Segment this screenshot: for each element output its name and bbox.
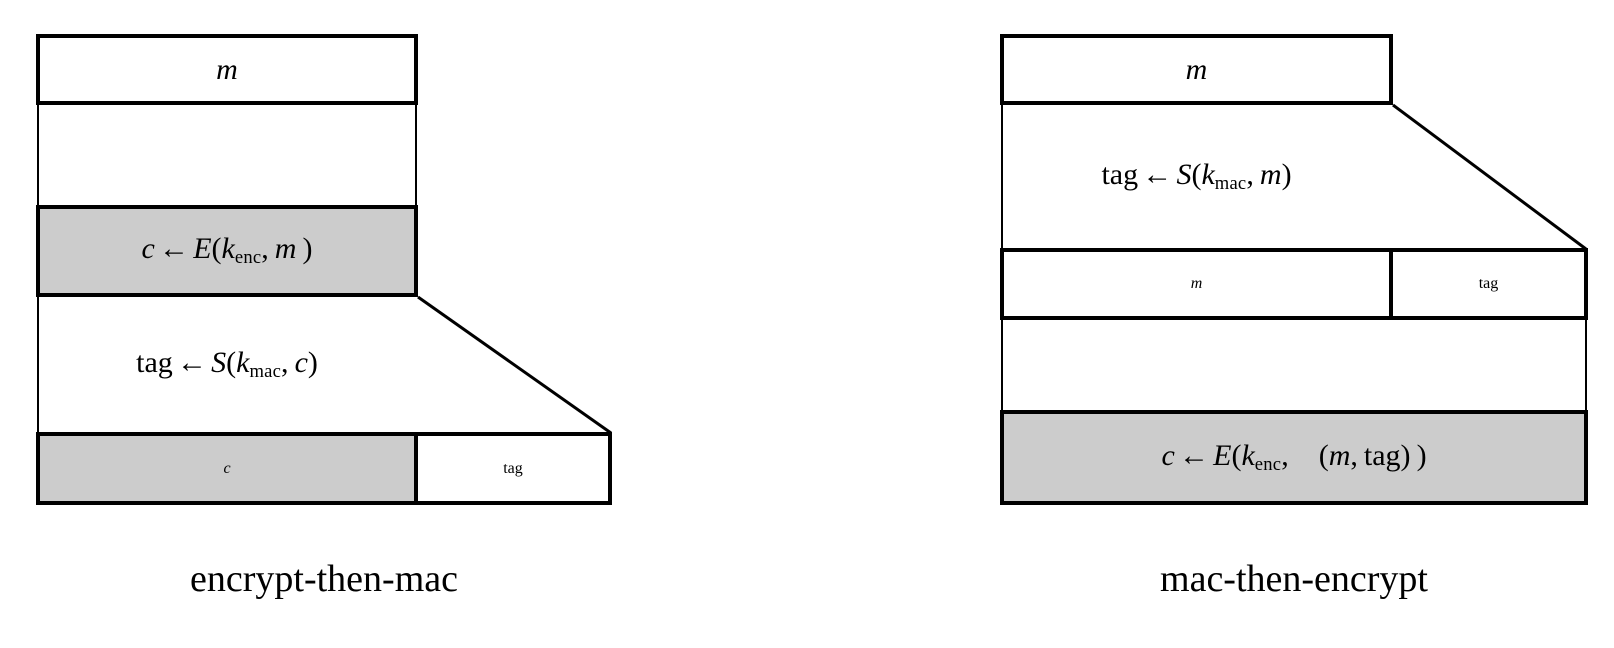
lparen-5: ( [1318,438,1329,472]
comma-5: , [1350,438,1358,472]
left-arrow-icon: ← [176,345,207,379]
comma-2: , [281,345,289,379]
mte-encrypt-function: E [1213,438,1232,472]
mte-mt-m-label: m [1190,275,1203,292]
etm-message-label: m [216,52,238,86]
etm-mac-key: k [236,345,250,379]
etm-encrypt-key-sub: enc [234,247,262,269]
etm-encrypt-formula: c←E(kenc, m ) [142,234,313,268]
mte-caption: mac-then-encrypt [1000,560,1588,598]
left-arrow-icon: ← [1178,438,1209,472]
rail-right-upper [1001,101,1003,252]
rail-left-lower [37,293,39,436]
rail-right-lower [1001,316,1003,414]
mte-mt-cell-tag: tag [1389,252,1584,316]
comma-1: , [261,232,269,266]
etm-caption-text: encrypt-then-mac [190,558,458,600]
rparen-2: ) [307,345,318,379]
lparen-4: ( [1231,438,1242,472]
rparen-4: ) [1416,438,1427,472]
etm-encrypt-output: c [141,232,155,266]
mte-mac-step-label: tag←S(kmac, m) [1000,105,1393,248]
etm-encrypt-key: k [221,232,235,266]
lparen-2: ( [226,345,237,379]
mte-mac-key-sub: mac [1214,172,1247,194]
rparen-1: ) [302,232,313,266]
mte-mac-formula: tag←S(kmac, m) [1101,157,1292,194]
rail-right-edge-lower [1585,316,1587,414]
mte-encrypt-key-sub: enc [1254,453,1282,475]
mte-encrypt-input-m: m [1328,438,1351,472]
mte-mac-input: m [1259,157,1282,191]
etm-encrypt-function: E [193,232,212,266]
mte-message-label: m [1185,52,1208,86]
mte-encrypt-formula: c←E(kenc, (m, tag) ) [1161,438,1427,475]
rparen-5: ) [1400,438,1411,472]
mte-encrypt-key: k [1241,438,1255,472]
etm-output-c-label: c [223,459,231,477]
etm-output-tag-label: tag [503,459,523,477]
mte-mac-key: k [1201,157,1215,191]
etm-caption: encrypt-then-mac [36,560,612,598]
mte-caption-text: mac-then-encrypt [1160,558,1428,600]
etm-encrypt-step-box: c←E(kenc, m ) [36,205,418,297]
rail-left-upper [37,101,39,209]
etm-message-box: m [36,34,418,105]
etm-mac-function: S [211,345,227,379]
etm-output-box: c tag [36,432,612,505]
etm-output-cell-tag: tag [414,436,608,501]
rparen-3: ) [1281,157,1292,191]
connector-line-right [1392,103,1587,251]
mte-encrypt-step-box: c←E(kenc, (m, tag) ) [1000,410,1588,505]
mte-encrypt-output: c [1161,438,1175,472]
etm-mac-output: tag [136,345,173,379]
mte-encrypt-input-tag: tag [1363,438,1401,472]
comma-4: , [1281,438,1289,472]
mte-mac-output: tag [1101,157,1139,191]
left-arrow-icon: ← [1142,157,1173,191]
etm-mac-formula: tag←S(kmac, c) [136,345,318,382]
etm-mac-input: c [294,345,308,379]
rail-left-right-upper [415,101,417,209]
connector-line-left [417,295,612,435]
mte-message-box: m [1000,34,1393,105]
left-arrow-icon: ← [159,232,190,266]
etm-mac-step-label: tag←S(kmac, c) [36,297,418,432]
mte-message-tag-box: m tag [1000,248,1588,320]
lparen-3: ( [1191,157,1202,191]
etm-output-cell-c: c [40,436,414,501]
mte-mt-cell-m: m [1004,252,1389,316]
etm-encrypt-input: m [274,232,297,266]
lparen-1: ( [211,232,222,266]
mte-mac-function: S [1176,157,1192,191]
mte-mt-tag-label: tag [1478,275,1499,292]
etm-mac-key-sub: mac [249,360,282,382]
comma-3: , [1246,157,1254,191]
